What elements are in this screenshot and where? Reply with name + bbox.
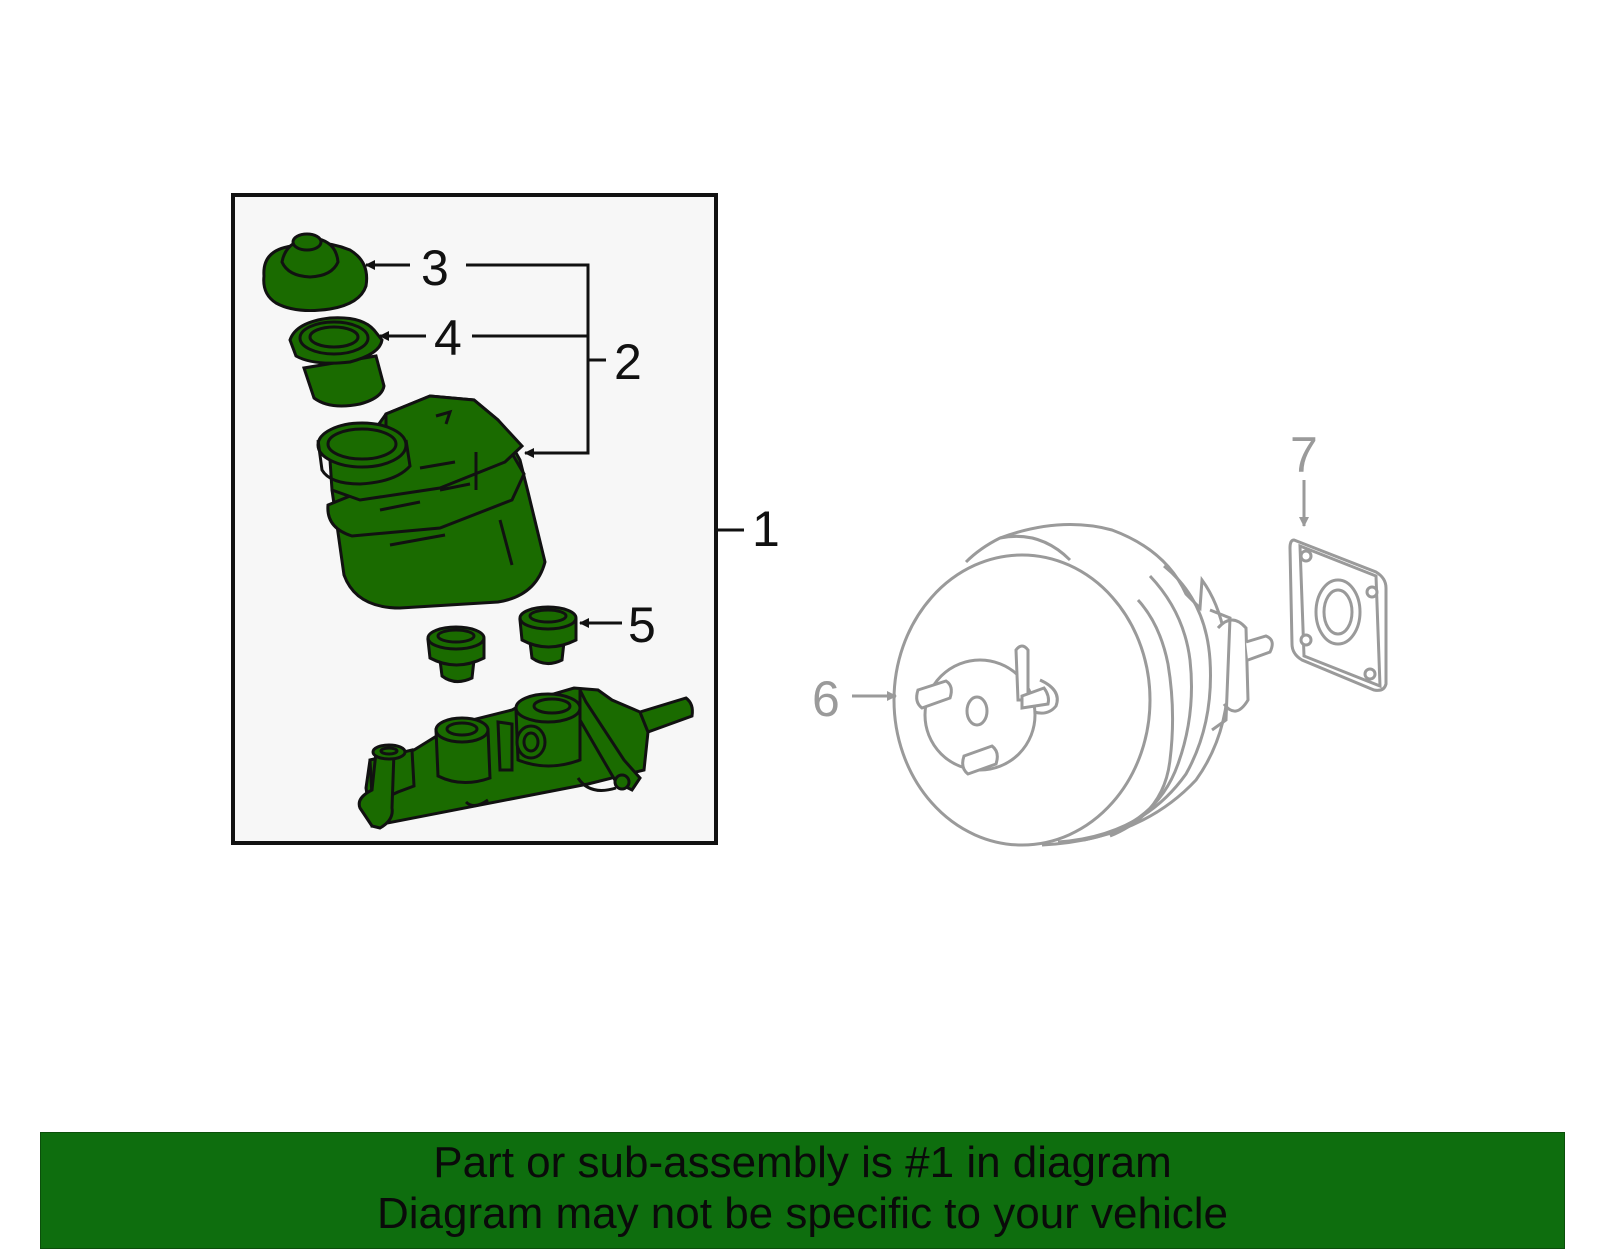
booster-gasket-part [1288,538,1388,692]
master-cylinder-body-part [357,686,694,830]
grommet-part-right [518,605,578,665]
brake-booster-part [892,523,1274,847]
callout-3: 3 [421,240,449,296]
callout-1: 1 [752,501,780,557]
reference-leader-lines [852,480,1309,701]
callout-5: 5 [628,597,656,653]
callout-4: 4 [434,310,462,366]
leader-lines [365,260,744,628]
grommet-part-left [426,625,486,683]
footer-line-2: Diagram may not be specific to your vehi… [376,1189,1229,1238]
reservoir-cap-part [262,232,369,312]
callout-7: 7 [1290,427,1318,483]
footer-banner: Part or sub-assembly is #1 in diagram Di… [40,1132,1565,1249]
reservoir-tank-part [316,394,547,610]
callout-6: 6 [812,671,840,727]
footer-line-1: Part or sub-assembly is #1 in diagram [433,1138,1172,1187]
callout-2: 2 [614,334,642,390]
